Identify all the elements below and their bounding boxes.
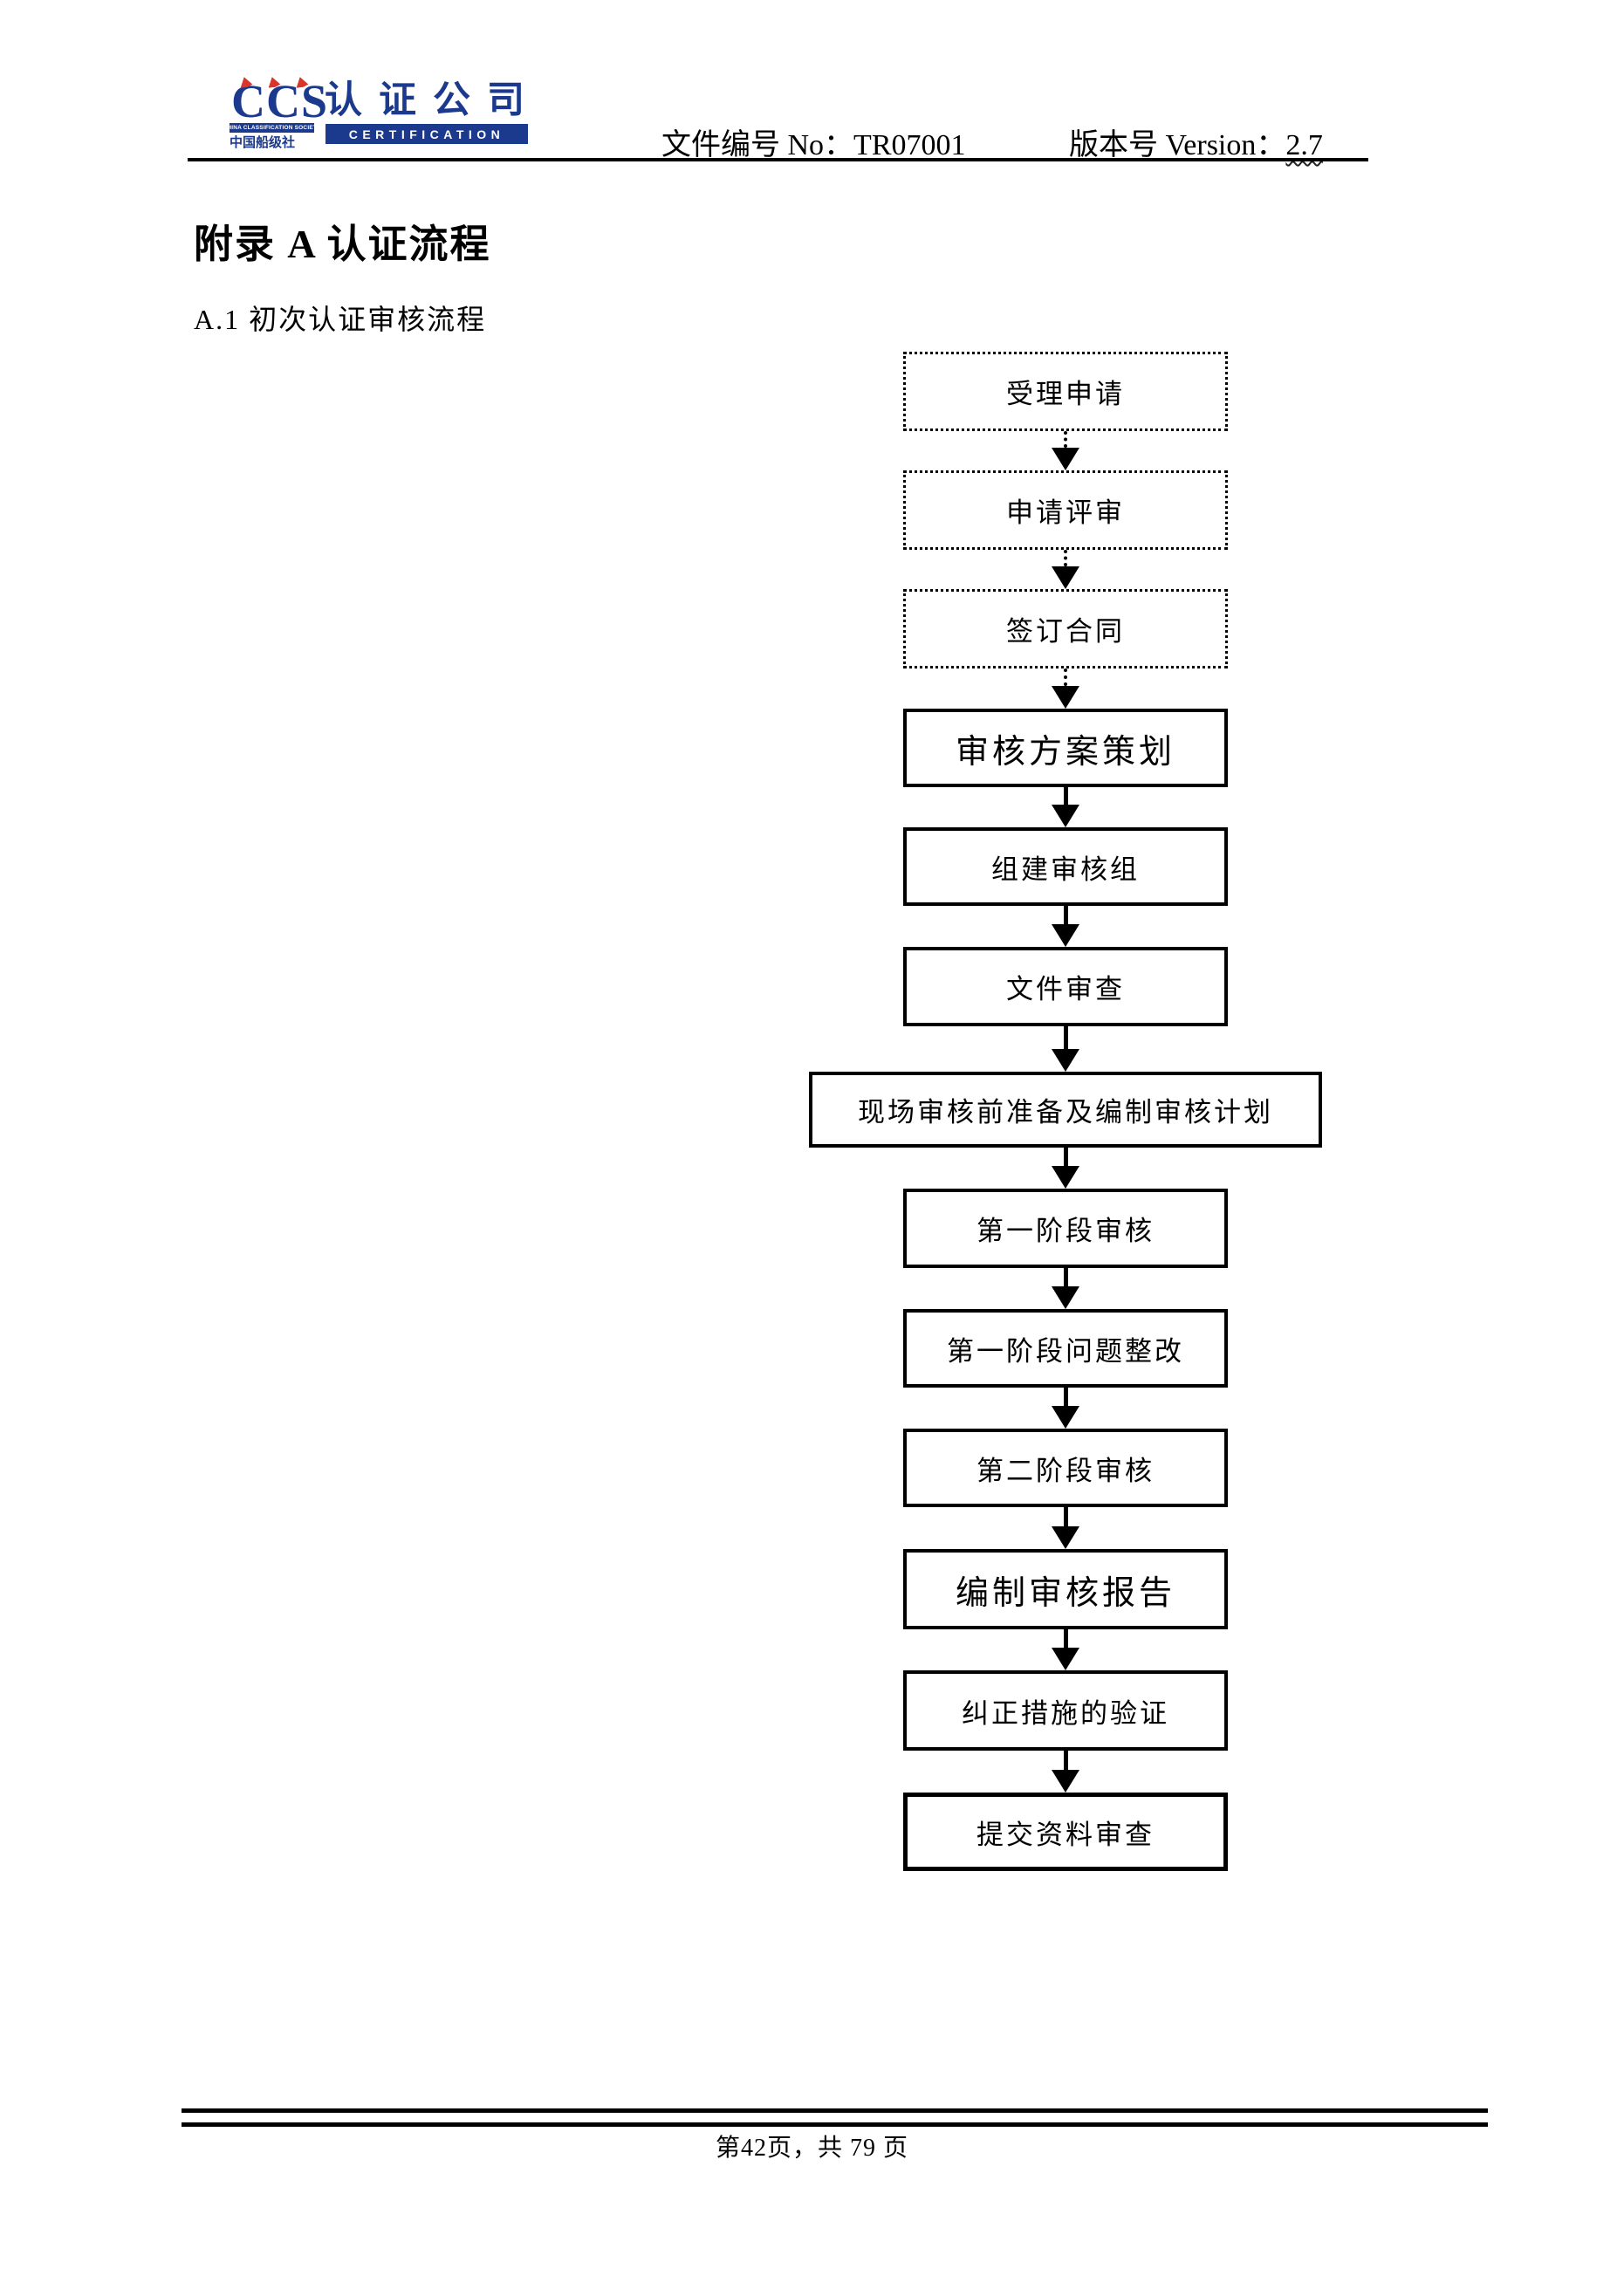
logo-society-en: CHINA CLASSIFICATION SOCIETY [223, 123, 321, 133]
flow-arrow-down-icon [1052, 1751, 1079, 1793]
arrow-stem [1063, 1629, 1068, 1648]
arrow-head [1052, 1648, 1079, 1670]
flow-step-submit-materials-review: 提交资料审查 [903, 1793, 1228, 1871]
arrow-stem [1063, 1507, 1068, 1526]
flow-arrow-down-icon [1052, 1507, 1079, 1549]
flow-step-stage2-audit: 第二阶段审核 [903, 1429, 1228, 1507]
flow-arrow-down-icon [1052, 1629, 1079, 1670]
arrow-head [1052, 1286, 1079, 1309]
version-value: 2.7 [1285, 129, 1323, 161]
doc-number-label: 文件编号 No：TR07001 [661, 129, 966, 161]
flow-step-prepare-audit-report: 编制审核报告 [903, 1549, 1228, 1629]
arrow-stem [1063, 906, 1068, 924]
arrow-stem [1063, 1268, 1068, 1286]
flow-arrow-down-icon [1052, 1148, 1079, 1189]
flow-arrow-down-icon [1052, 906, 1079, 947]
version-label-text: 版本号 Version： [1069, 129, 1286, 161]
flow-arrow-down-icon [1052, 550, 1079, 589]
logo-society-cn: 中国船级社 [230, 133, 314, 151]
version-label: 版本号 Version：2.7 [1069, 120, 1323, 163]
ccs-logo: CCS CHINA CLASSIFICATION SOCIETY 中国船级社 认… [223, 80, 531, 151]
arrow-head [1052, 1406, 1079, 1429]
arrow-head [1052, 1770, 1079, 1793]
flow-arrow-down-icon [1052, 668, 1079, 709]
section-subtitle: A.1 初次认证审核流程 [194, 304, 487, 335]
arrow-stem [1063, 1751, 1068, 1770]
flow-arrow-down-icon [1052, 1268, 1079, 1309]
arrow-head [1052, 686, 1079, 709]
flow-step-document-review: 文件审查 [903, 947, 1228, 1026]
arrow-head [1052, 805, 1079, 827]
footer-rule-top [182, 2108, 1488, 2113]
arrow-head [1052, 924, 1079, 947]
logo-society-cn-text: 中国船级社 [230, 136, 296, 150]
flow-arrow-down-icon [1052, 787, 1079, 827]
arrow-head [1052, 448, 1079, 470]
page-title: 附录 A 认证流程 [194, 223, 491, 266]
flow-step-stage1-issue-rectification: 第一阶段问题整改 [903, 1309, 1228, 1388]
arrow-head [1052, 1049, 1079, 1072]
arrow-head [1052, 1526, 1079, 1549]
flow-step-audit-programme-planning: 审核方案策划 [903, 709, 1228, 787]
arrow-head [1052, 1166, 1079, 1189]
arrow-stem [1063, 1148, 1068, 1166]
arrow-stem [1064, 668, 1067, 686]
flow-step-sign-contract: 签订合同 [903, 589, 1228, 668]
arrow-head [1052, 566, 1079, 589]
arrow-stem [1064, 431, 1067, 448]
flow-step-accept-application: 受理申请 [903, 352, 1228, 431]
header-rule [188, 158, 1368, 161]
flow-arrow-down-icon [1052, 431, 1079, 470]
arrow-stem [1063, 1388, 1068, 1406]
logo-certification-bar: CERTIFICATION [325, 124, 528, 144]
flow-step-form-audit-team: 组建审核组 [903, 827, 1228, 906]
arrow-stem [1063, 1026, 1068, 1049]
arrow-stem [1063, 787, 1068, 805]
flow-arrow-down-icon [1052, 1388, 1079, 1429]
page-number: 第42页，共 79 页 [715, 2135, 908, 2162]
logo-company-cn: 认证公司 [325, 80, 541, 121]
arrow-stem [1064, 550, 1067, 566]
flow-step-stage1-audit: 第一阶段审核 [903, 1189, 1228, 1268]
flow-step-onsite-preparation-audit-plan: 现场审核前准备及编制审核计划 [809, 1072, 1322, 1148]
flow-step-corrective-action-verification: 纠正措施的验证 [903, 1670, 1228, 1751]
footer-rule-bottom [182, 2122, 1488, 2127]
flow-arrow-down-icon [1052, 1026, 1079, 1072]
flow-step-application-review: 申请评审 [903, 470, 1228, 550]
